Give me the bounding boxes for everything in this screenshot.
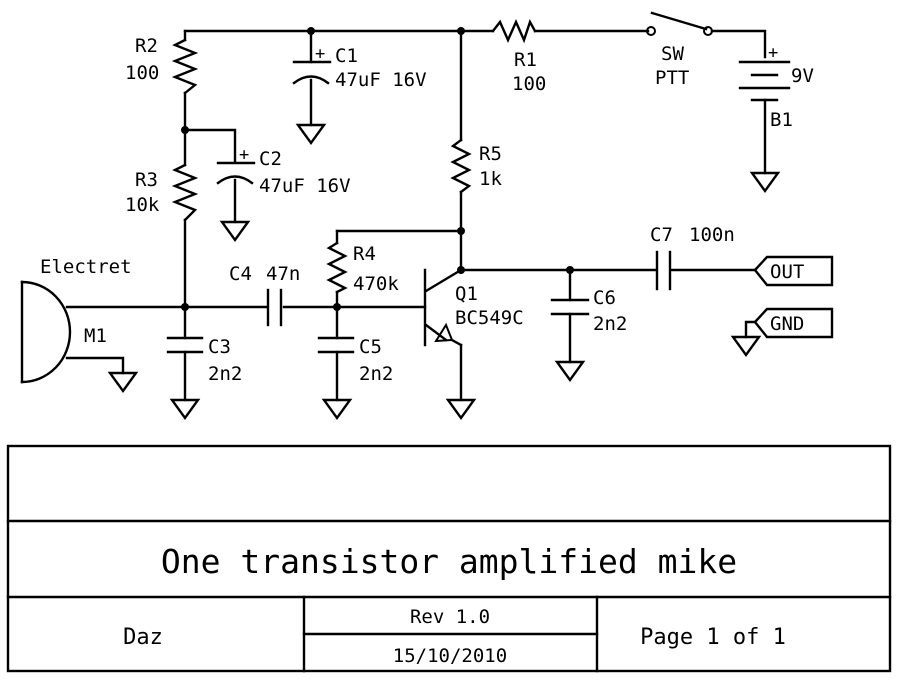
emitter-arrow-icon [434,322,454,343]
capacitor-c4[interactable]: C4 47n [229,263,300,327]
r3-value: 10k [125,194,160,216]
ground-icon [321,398,353,421]
capacitor-c5[interactable]: C5 2n2 [317,336,393,385]
ground-icon [730,335,762,358]
battery-ref: B1 [770,109,793,131]
c2-ref: C2 [259,148,282,170]
junction-dot [181,303,189,311]
ground-icon [169,398,201,421]
r2-ref: R2 [135,35,158,57]
port-out-label: OUT [770,261,804,283]
m1-value: Electret [40,256,132,278]
drawing-title: One transistor amplified mike [161,542,737,581]
resistor-r5[interactable]: R5 1k [450,138,502,194]
microphone-m1[interactable]: Electret M1 [20,256,132,384]
r1-ref: R1 [514,49,537,71]
port-out[interactable]: OUT [753,255,834,287]
resistor-r4[interactable]: R4 470k [326,241,399,295]
r3-ref: R3 [135,169,158,191]
battery-value: 9V [791,65,814,87]
r5-ref: R5 [479,143,502,165]
ground-icon [107,371,139,394]
port-gnd-label: GND [770,313,804,335]
capacitor-c2[interactable]: + C2 47uF 16V [216,145,351,197]
junctions [181,27,574,311]
ground-icon [554,360,586,383]
page-number: Page 1 of 1 [640,625,786,650]
junction-dot [181,126,189,134]
c7-ref: C7 [650,224,673,246]
r5-value: 1k [479,168,502,190]
resistor-r2[interactable]: R2 100 [125,35,199,95]
switch-value: PTT [655,67,689,89]
ground-icon [219,220,251,243]
c3-value: 2n2 [208,363,242,385]
r2-value: 100 [125,62,159,84]
m1-ref: M1 [84,325,107,347]
c3-ref: C3 [208,336,231,358]
junction-dot [457,27,465,35]
r4-ref: R4 [353,243,376,265]
date: 15/10/2010 [393,645,507,667]
battery-b1[interactable]: + 9V B1 [738,43,814,131]
ground-icon [295,123,327,146]
r4-value: 470k [353,273,399,295]
battery-plus: + [768,43,778,63]
c5-value: 2n2 [359,363,393,385]
c6-value: 2n2 [593,313,627,335]
c4-ref: C4 [229,263,252,285]
c4-value: 47n [266,263,300,285]
junction-dot [333,303,341,311]
c1-value: 47uF 16V [335,69,427,91]
wires [65,29,767,402]
capacitor-c3[interactable]: C3 2n2 [166,336,242,385]
c5-ref: C5 [359,336,382,358]
q1-value: BC549C [455,307,524,329]
junction-dot [566,266,574,274]
junction-dot [457,227,465,235]
author: Daz [123,625,163,650]
revision: Rev 1.0 [410,606,490,628]
resistor-r1[interactable]: R1 100 [491,19,546,95]
capacitor-c7[interactable]: C7 100n [650,224,735,291]
c2-value: 47uF 16V [259,175,351,197]
c1-plus: + [315,44,325,64]
port-gnd[interactable]: GND [753,307,834,339]
junction-dot [307,27,315,35]
transistor-q1[interactable]: Q1 BC549C [423,268,524,347]
ground-icon [445,398,477,421]
switch-ref: SW [661,43,684,65]
ground-icon [749,171,781,194]
title-block: One transistor amplified mike Daz Rev 1.… [6,444,892,673]
capacitor-c1[interactable]: + C1 47uF 16V [292,44,427,91]
capacitor-c6[interactable]: C6 2n2 [550,287,627,335]
r1-value: 100 [512,73,546,95]
c2-plus: + [239,145,249,165]
c7-value: 100n [689,224,735,246]
ground-symbols [107,123,781,421]
resistor-r3[interactable]: R3 10k [125,163,199,222]
c1-ref: C1 [335,45,358,67]
switch-ptt[interactable]: SW PTT [646,11,713,89]
q1-ref: Q1 [455,283,478,305]
c6-ref: C6 [593,287,616,309]
